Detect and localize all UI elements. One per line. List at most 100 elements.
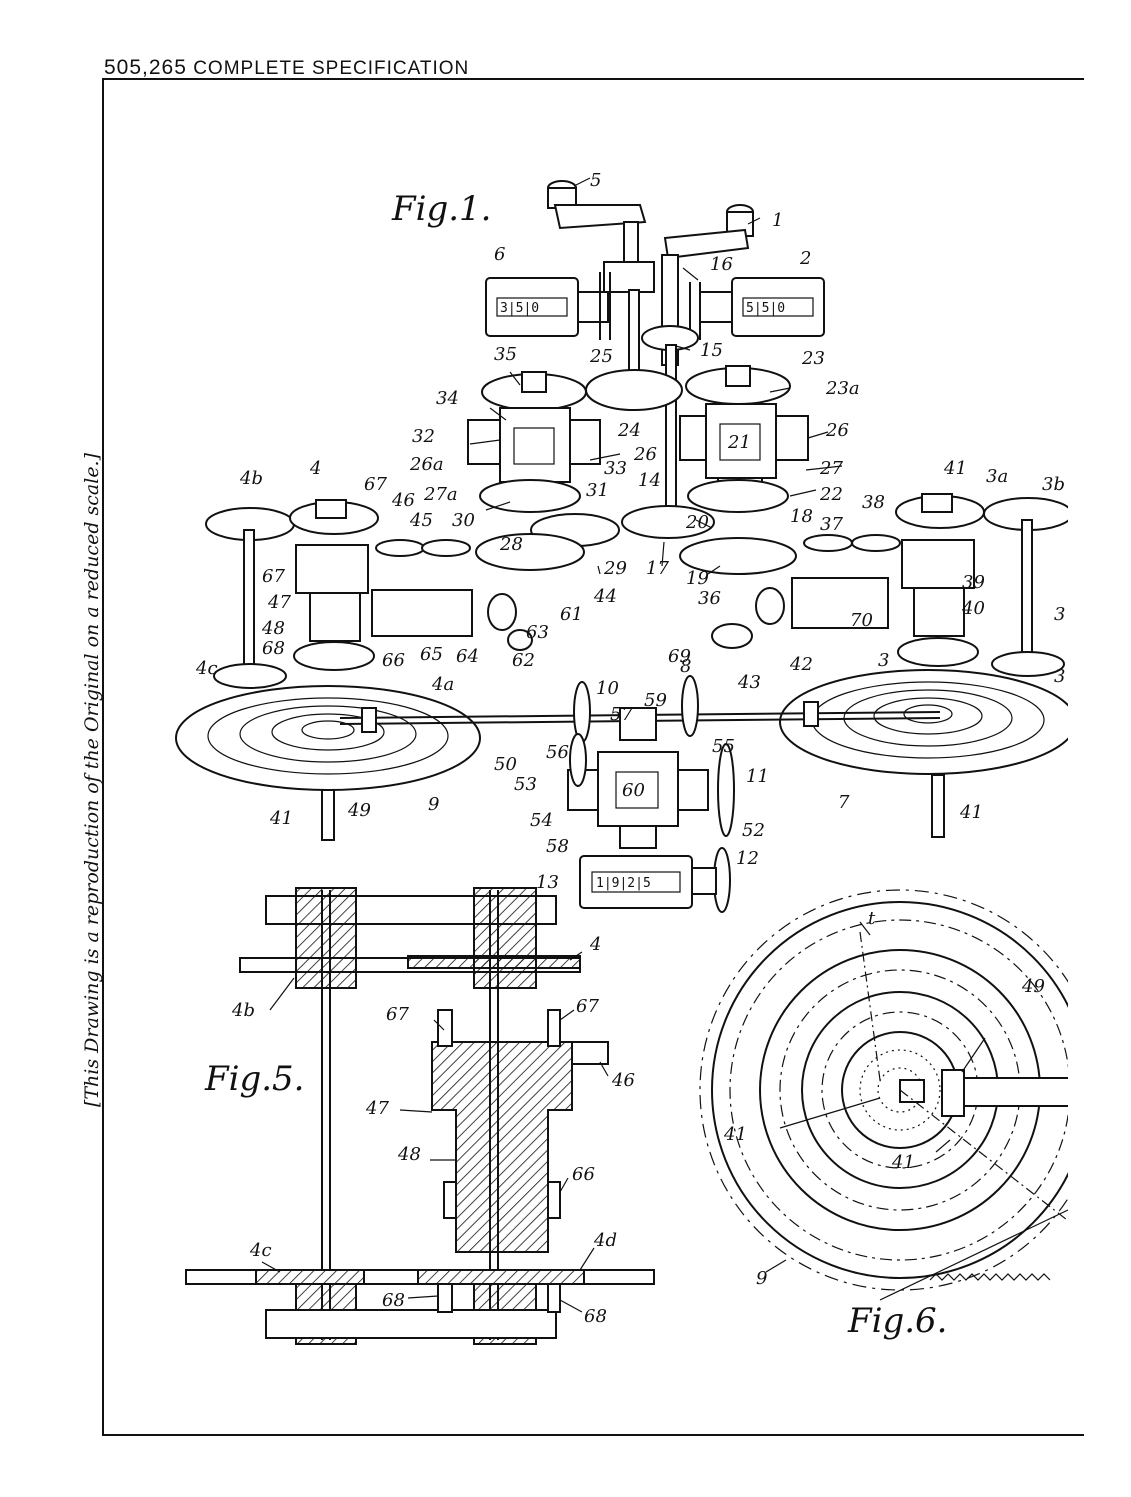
- label-16: 16: [710, 254, 733, 275]
- label-4b: 4b: [239, 468, 263, 489]
- label-3: 3: [878, 650, 889, 671]
- counter-13-digits: 1|9|2|5: [596, 876, 651, 891]
- gear-10: [573, 681, 591, 743]
- label-28: 28: [499, 534, 523, 555]
- label-47: 47: [267, 592, 291, 613]
- fig5-label-47: 47: [365, 1098, 389, 1119]
- label-58: 58: [546, 836, 569, 857]
- fig5-label-68-a: 68: [382, 1290, 405, 1311]
- fig5-label-67-a: 67: [386, 1004, 409, 1025]
- gear-8: [681, 675, 699, 737]
- counter-13: 1|9|2|5: [579, 855, 717, 909]
- label-46: 46: [391, 490, 415, 511]
- label-67: 67: [364, 474, 387, 495]
- label-62: 62: [512, 650, 535, 671]
- label-52: 52: [742, 820, 765, 841]
- page-header: 505,265 COMPLETE SPECIFICATION: [104, 56, 469, 80]
- spiral-disk-7: [779, 669, 1068, 838]
- label-12: 12: [736, 848, 759, 869]
- differential-60: 60: [567, 707, 709, 849]
- figure-5: Fig.5. 4 4b 67 67 46 47 48 6: [185, 887, 655, 1345]
- label-18: 18: [790, 506, 813, 527]
- label-22: 22: [819, 484, 843, 505]
- label-70: 70: [850, 610, 873, 631]
- counter-6-digits: 3|5|0: [500, 301, 539, 316]
- fig5-label-46: 46: [611, 1070, 635, 1091]
- label-4a: 4a: [431, 674, 454, 695]
- label-3-c: 3: [1054, 604, 1065, 625]
- crank-5: [547, 180, 655, 293]
- label-6: 6: [494, 244, 505, 265]
- label-11: 11: [746, 766, 769, 787]
- label-3-d: 3: [1054, 666, 1065, 687]
- label-19: 19: [686, 568, 709, 589]
- label-20: 20: [685, 512, 709, 533]
- label-17: 17: [646, 558, 669, 579]
- fig5-label-66: 66: [572, 1164, 595, 1185]
- label-14: 14: [638, 470, 661, 491]
- counter-6: 3|5|0: [485, 277, 609, 337]
- label-36: 36: [698, 588, 721, 609]
- fig5-label-68-b: 68: [584, 1306, 607, 1327]
- label-49: 49: [347, 800, 371, 821]
- label-40: 40: [961, 598, 985, 619]
- differential-right: 21: [679, 365, 809, 513]
- label-56: 56: [546, 742, 569, 763]
- figure-6: Fig.6. t 49 41 41 9: [699, 889, 1068, 1341]
- label-23a: 23a: [825, 378, 860, 399]
- fig1-title: Fig.1.: [391, 189, 491, 229]
- label-61: 61: [560, 604, 583, 625]
- fig5-label-4b: 4b: [231, 1000, 255, 1021]
- label-34: 34: [436, 388, 459, 409]
- label-50: 50: [494, 754, 517, 775]
- spiral-disk-9: [175, 685, 481, 841]
- label-26a: 26a: [409, 454, 444, 475]
- header-title: COMPLETE SPECIFICATION: [193, 58, 470, 79]
- crank-1: [661, 204, 754, 366]
- pinion-42: [803, 701, 819, 727]
- drawing-frame: [102, 78, 1084, 1436]
- label-66: 66: [382, 650, 405, 671]
- disk-17: [621, 505, 715, 539]
- label-35: 35: [494, 344, 517, 365]
- label-26-center: 26: [633, 444, 657, 465]
- label-26: 26: [825, 420, 849, 441]
- disk-19: [679, 537, 797, 575]
- gear-11: [717, 743, 735, 837]
- fig5-label-4d: 4d: [593, 1230, 617, 1251]
- label-1: 1: [772, 210, 783, 231]
- label-67-b: 67: [262, 566, 285, 587]
- fig5-label-67-b: 67: [576, 996, 599, 1017]
- label-7: 7: [838, 792, 850, 813]
- label-63: 63: [526, 622, 549, 643]
- label-54: 54: [530, 810, 553, 831]
- figure-1: Fig.1. 3|5|0 5|5|0: [175, 170, 1068, 913]
- label-41-a: 41: [269, 808, 293, 829]
- label-33: 33: [604, 458, 627, 479]
- label-5: 5: [590, 170, 601, 191]
- patent-number: 505,265: [104, 56, 187, 79]
- label-25: 25: [589, 346, 613, 367]
- label-24: 24: [617, 420, 641, 441]
- label-41-b: 41: [959, 802, 983, 823]
- shaft-14: [665, 344, 677, 521]
- label-30: 30: [452, 510, 475, 531]
- fig5-label-4c: 4c: [249, 1240, 272, 1261]
- label-29: 29: [603, 558, 627, 579]
- bracket-16: [599, 272, 701, 340]
- label-31: 31: [586, 480, 609, 501]
- counter-2-digits: 5|5|0: [746, 301, 785, 316]
- fig6-label-9: 9: [756, 1268, 767, 1289]
- label-65: 65: [420, 644, 443, 665]
- label-4: 4: [309, 458, 321, 479]
- counter-2: 5|5|0: [699, 277, 825, 337]
- label-43: 43: [737, 672, 761, 693]
- label-3a: 3a: [986, 466, 1008, 487]
- label-42: 42: [789, 654, 813, 675]
- label-55: 55: [712, 736, 735, 757]
- label-8: 8: [680, 656, 691, 677]
- fig6-label-49: 49: [1021, 976, 1045, 997]
- label-21: 21: [727, 432, 751, 453]
- label-64: 64: [456, 646, 479, 667]
